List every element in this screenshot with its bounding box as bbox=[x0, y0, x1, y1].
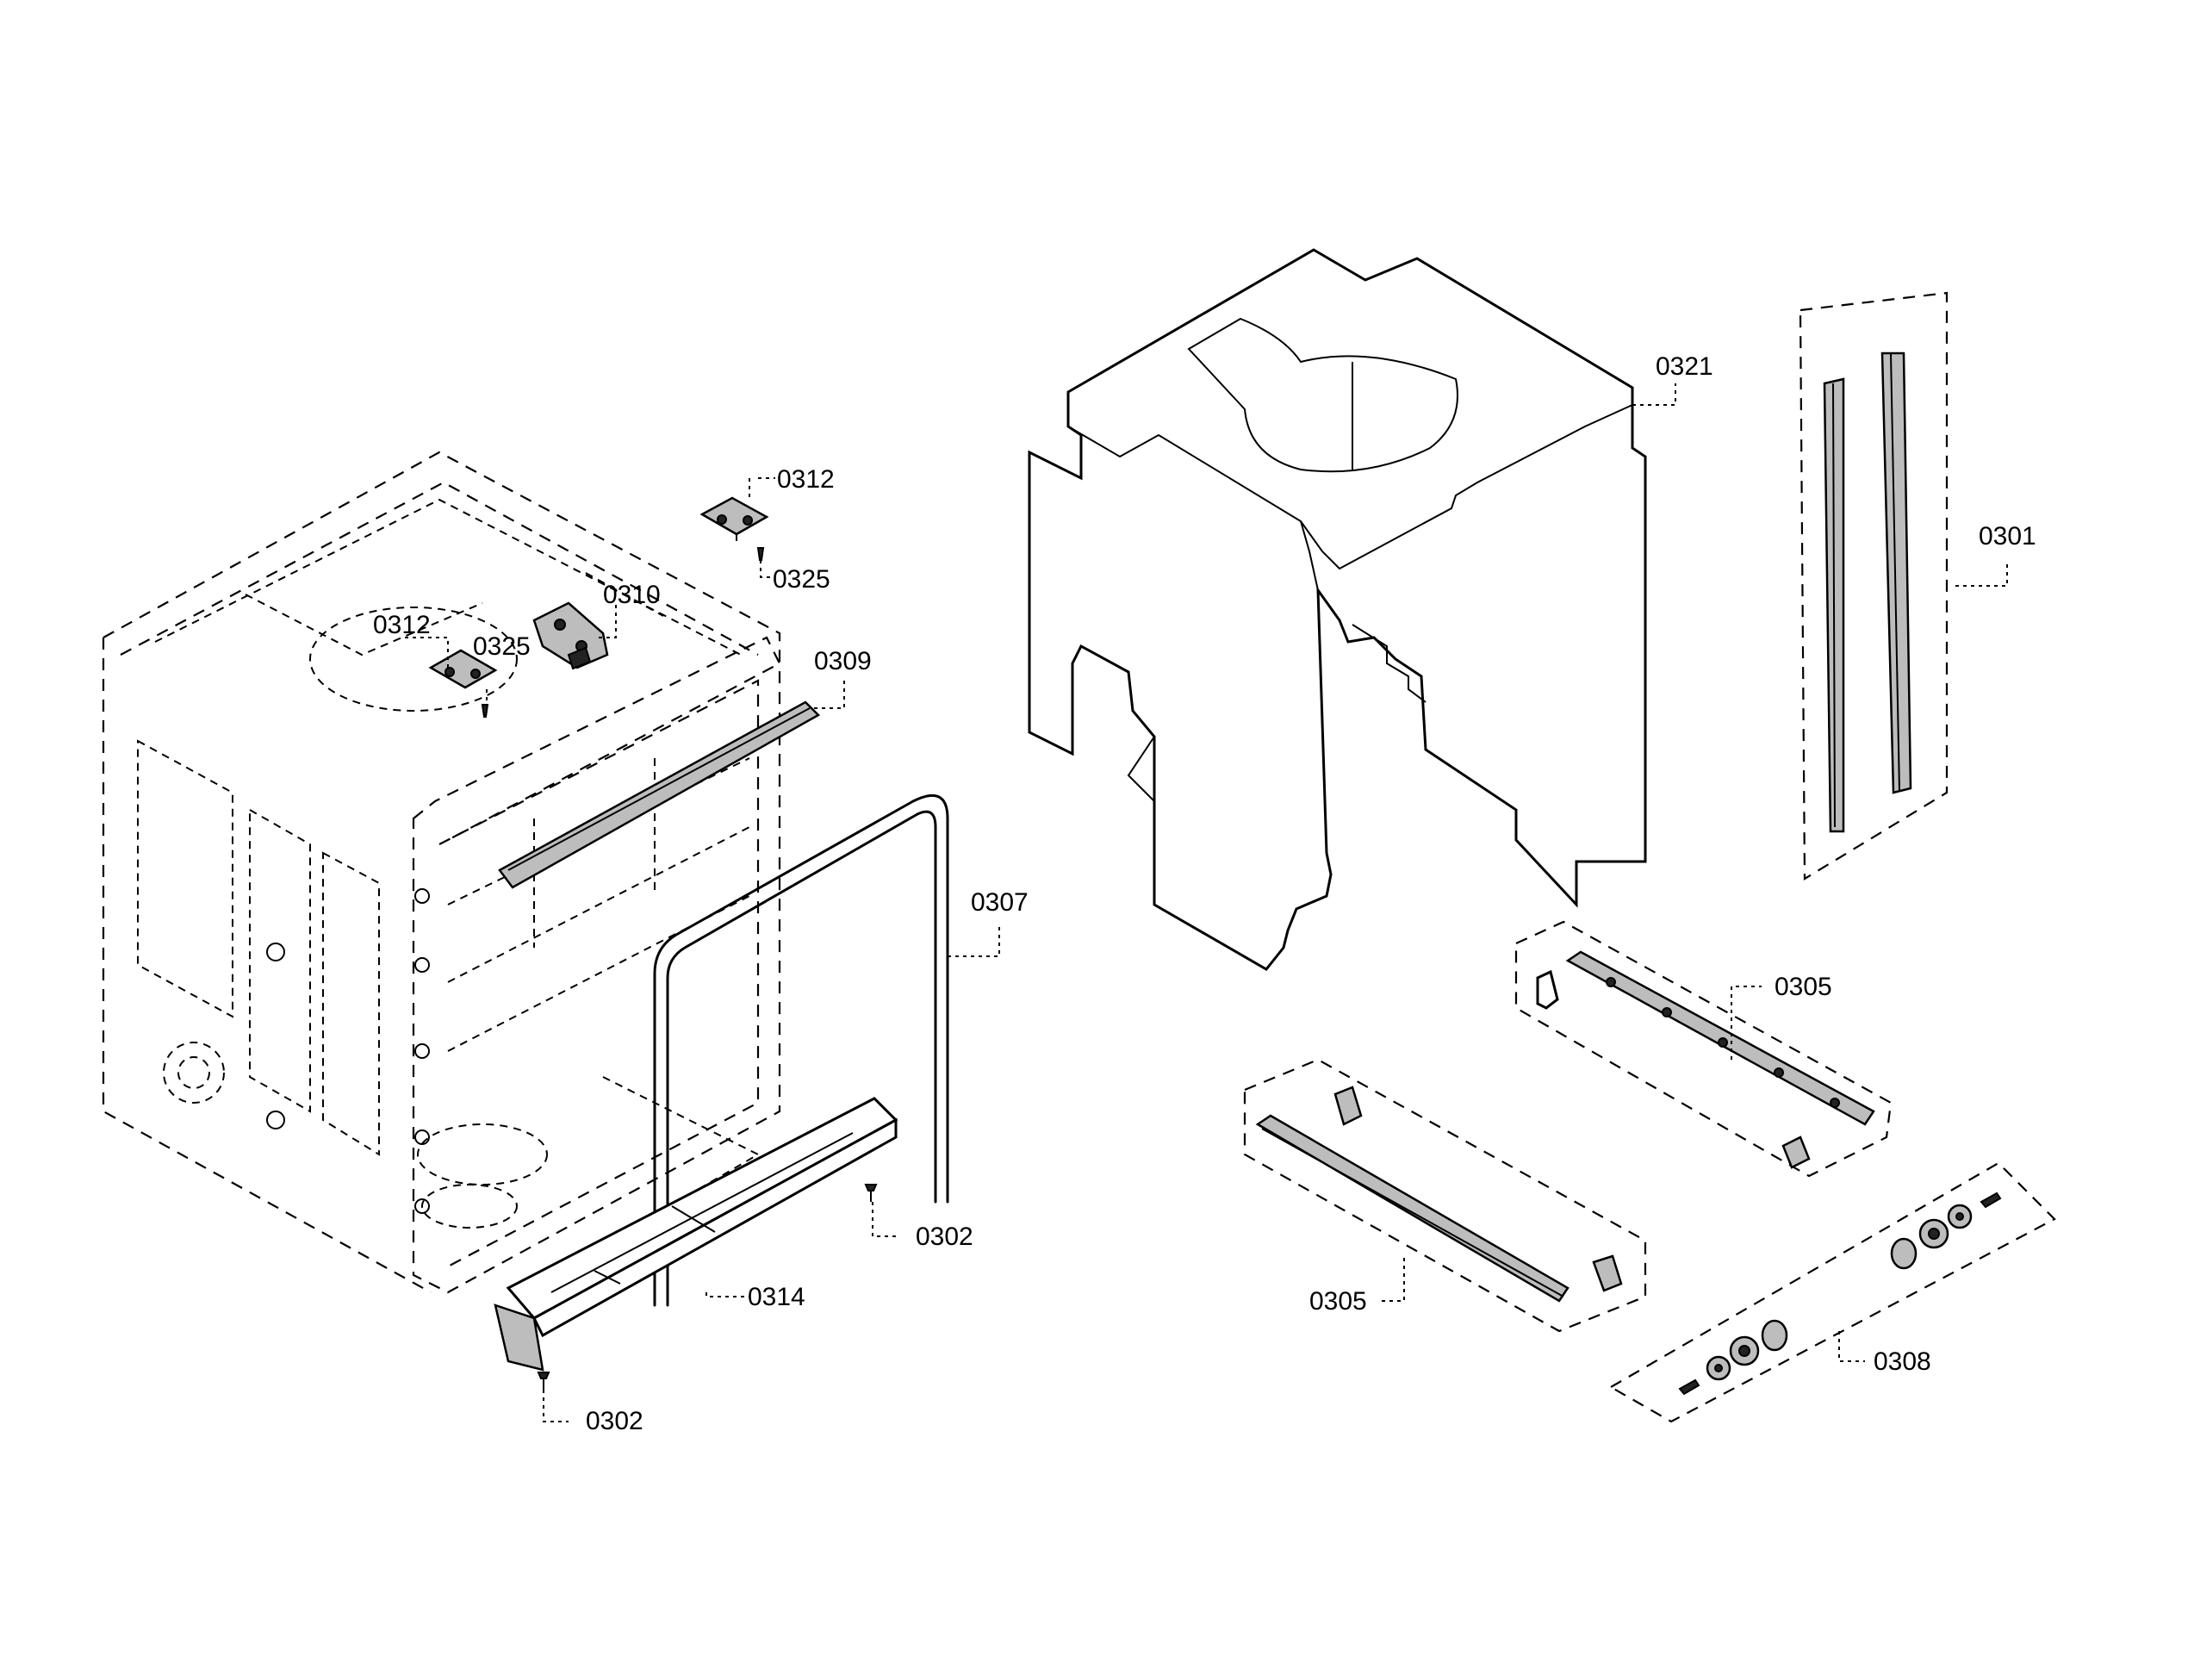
rail-assembly-0305-lower bbox=[1243, 1058, 1647, 1333]
label-0305-lower: 0305 bbox=[1309, 1287, 1367, 1316]
label-0312-left: 0312 bbox=[373, 611, 431, 639]
label-0305-upper: 0305 bbox=[1775, 973, 1832, 1001]
wheel-kit-0308 bbox=[1608, 1161, 2056, 1423]
label-0301: 0301 bbox=[1979, 522, 2036, 551]
kick-plate-0314 bbox=[494, 1097, 898, 1372]
rail-assembly-0305-upper bbox=[1514, 920, 1893, 1178]
screw-0302-bottom bbox=[537, 1372, 550, 1390]
label-0321: 0321 bbox=[1656, 352, 1713, 381]
label-0302-right: 0302 bbox=[916, 1223, 973, 1251]
bracket-0312-left bbox=[428, 649, 498, 689]
label-0307: 0307 bbox=[971, 888, 1029, 917]
label-0314: 0314 bbox=[748, 1283, 805, 1311]
hinge-plate-0310 bbox=[532, 601, 609, 670]
leader-lines bbox=[405, 383, 2008, 1422]
label-0325-right: 0325 bbox=[773, 565, 830, 594]
screw-0325-right bbox=[756, 547, 765, 561]
dishwasher-tub bbox=[102, 451, 781, 1294]
label-0309: 0309 bbox=[814, 647, 872, 675]
label-0325-left: 0325 bbox=[473, 632, 531, 661]
bracket-0312-right bbox=[699, 496, 769, 541]
insulation-blanket-0321 bbox=[1028, 248, 1647, 971]
label-0302-bottom: 0302 bbox=[586, 1407, 643, 1435]
door-gasket-0307 bbox=[653, 793, 949, 1307]
label-0310: 0310 bbox=[603, 581, 661, 609]
screw-0325-left bbox=[481, 704, 489, 718]
side-rails-0301 bbox=[1799, 291, 1949, 880]
label-0312-right: 0312 bbox=[777, 465, 835, 494]
top-strip-0309 bbox=[498, 700, 821, 889]
screw-0302-right bbox=[864, 1184, 878, 1202]
label-0308: 0308 bbox=[1874, 1347, 1931, 1376]
